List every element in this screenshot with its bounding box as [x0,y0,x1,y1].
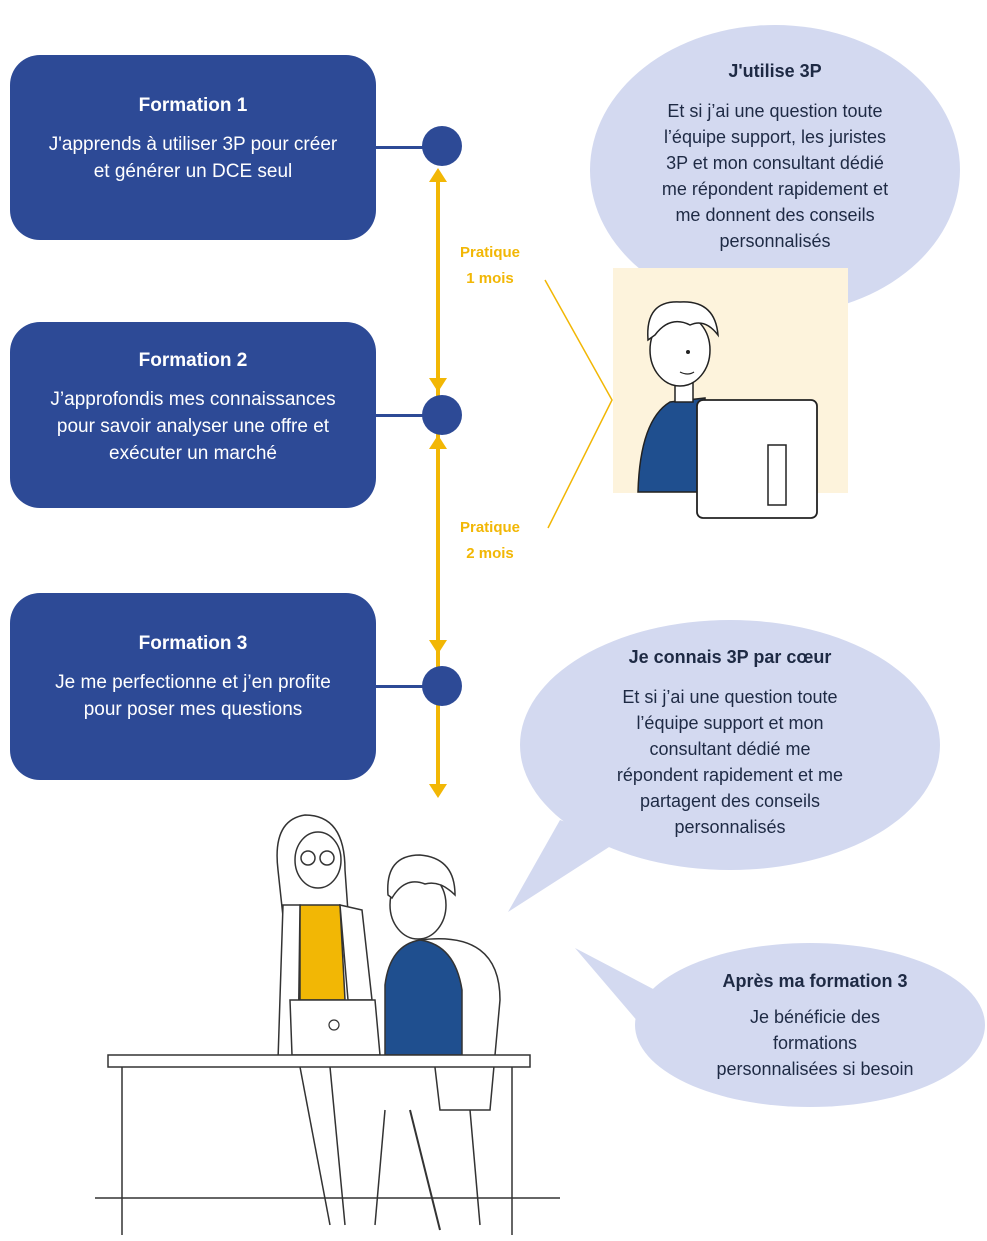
bubble-3-text-1: Je bénéficie des [749,1007,881,1027]
speech-bubble-1: J'utilise 3P Et si j’ai une question tou… [620,58,930,254]
speech-bubble-3-shape [575,943,985,1107]
practice-1-line2: 1 mois [466,270,514,287]
practice-bracket [544,279,613,529]
practice-label-2: Pratique 2 mois [445,515,535,567]
formation-1-dot [422,126,462,166]
formation-2-text-1: J’approfondis mes connaissances [50,389,336,410]
formation-1-box: Formation 1 J'apprends à utiliser 3P pou… [10,55,376,240]
team-illustration [95,814,560,1235]
speech-bubble-2: Je connais 3P par cœur Et si j’ai une qu… [565,644,895,840]
formation-3-box: Formation 3 Je me perfectionne et j’en p… [10,593,376,780]
formation-2-title: Formation 2 [138,350,248,371]
bubble-2-text-4: répondent rapidement et me [616,765,844,785]
speech-bubble-2-shape [508,620,940,912]
formation-2-text-3: exécuter un marché [109,443,277,464]
bubble-1-text-2: l’équipe support, les juristes [663,127,887,147]
arrow-down-1 [429,378,447,392]
formation-3-dot [422,666,462,706]
formation-2-box: Formation 2 J’approfondis mes connaissan… [10,322,376,508]
arrow-down-2 [429,640,447,654]
bubble-2-text-5: partagent des conseils [639,791,821,811]
formation-1-title: Formation 1 [138,95,248,116]
bubble-2-title: Je connais 3P par cœur [628,647,832,667]
formation-2-text-2: pour savoir analyser une offre et [56,416,330,437]
bubble-3-text-2: formations [772,1033,858,1053]
practice-2-line2: 2 mois [466,545,514,562]
arrow-down-3 [429,784,447,798]
arrow-up-1 [429,168,447,182]
desk-worker-illustration [613,268,848,519]
bubble-1-text-3: 3P et mon consultant dédié [666,153,884,173]
arrow-up-2 [429,435,447,449]
speech-bubble-3: Après ma formation 3 Je bénéficie des fo… [670,968,960,1082]
formation-1-text-1: J'apprends à utiliser 3P pour créer [48,134,338,155]
bubble-1-title: J'utilise 3P [728,61,822,81]
bubble-3-title: Après ma formation 3 [722,971,908,991]
bubble-1-text-4: me répondent rapidement et [661,179,889,199]
practice-label-1: Pratique 1 mois [445,240,535,292]
bubble-1-text-6: personnalisés [719,231,831,251]
formation-1-connector [376,146,424,149]
timeline-line [436,180,440,788]
bubble-1-text-5: me donnent des conseils [675,205,875,225]
formation-3-title: Formation 3 [138,633,248,654]
bubble-1-text-1: Et si j’ai une question toute [667,101,883,121]
bubble-2-text-3: consultant dédié me [649,739,811,759]
formation-1-text-2: et générer un DCE seul [93,161,293,182]
formation-3-connector [376,685,424,688]
bubble-2-text-2: l’équipe support et mon [636,713,824,733]
practice-1-line1: Pratique [459,244,520,261]
formation-3-text-2: pour poser mes questions [83,699,303,720]
bubble-2-text-1: Et si j’ai une question toute [622,687,838,707]
formation-3-text-1: Je me perfectionne et j’en profite [55,672,331,693]
formation-2-dot [422,395,462,435]
formation-2-connector [376,414,424,417]
bubble-2-text-6: personnalisés [674,817,786,837]
practice-2-line1: Pratique [459,519,520,536]
bubble-3-text-3: personnalisées si besoin [716,1059,914,1079]
